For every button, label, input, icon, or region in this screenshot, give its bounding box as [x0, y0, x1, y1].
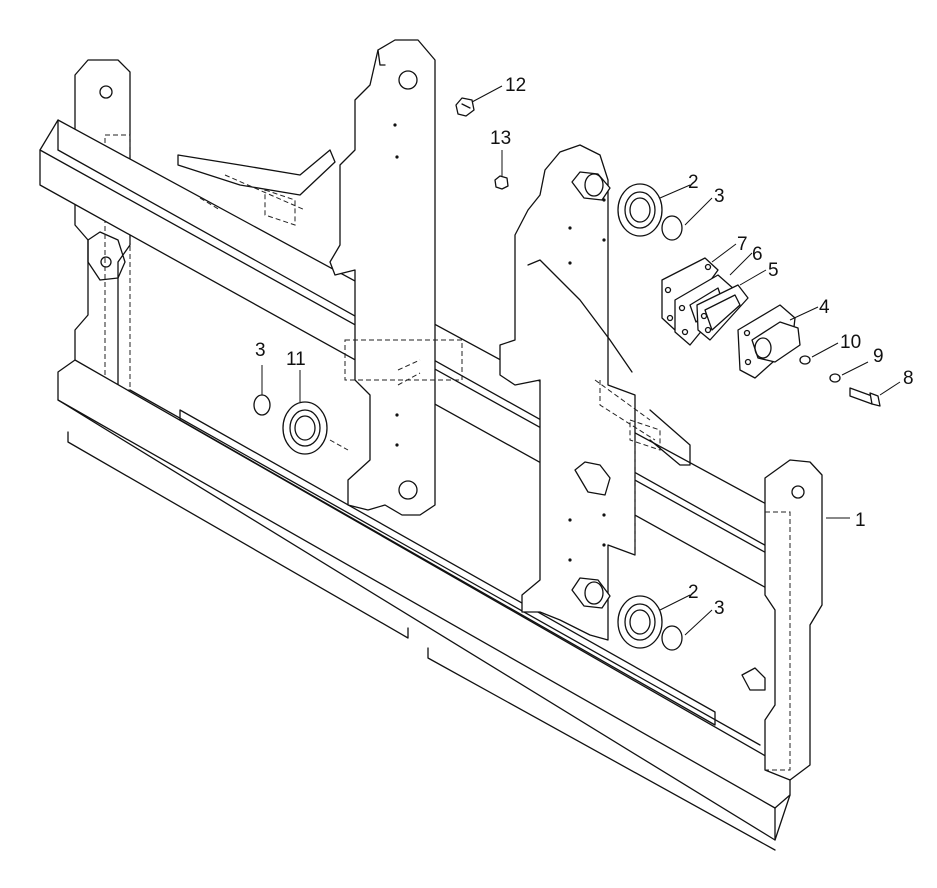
upper-roller-bearing — [617, 183, 663, 237]
label-part-3-left: 3 — [255, 340, 266, 361]
label-part-2-lower: 2 — [688, 582, 699, 603]
upper-roller-shaft — [571, 171, 611, 201]
upper-snap-ring — [661, 215, 683, 241]
washer-10 — [799, 355, 811, 365]
label-part-10: 10 — [840, 332, 861, 353]
label-part-6: 6 — [752, 244, 763, 265]
left-snap-ring — [253, 394, 271, 416]
bolt-8 — [849, 387, 881, 407]
lower-roller-shaft — [571, 577, 611, 609]
left-roller-bearing — [282, 401, 328, 455]
label-part-3-upper: 3 — [714, 186, 725, 207]
wear-pad-5 — [696, 284, 749, 341]
label-part-12: 12 — [505, 75, 526, 96]
washer-9 — [829, 373, 841, 383]
label-part-2-upper: 2 — [688, 172, 699, 193]
center-mast-plate — [329, 39, 463, 516]
label-part-13: 13 — [490, 128, 511, 149]
label-part-5: 5 — [768, 260, 779, 281]
pad-holder-4 — [737, 304, 801, 379]
label-part-1: 1 — [855, 510, 866, 531]
middle-roller-stub — [574, 461, 611, 496]
upper-rib — [177, 149, 336, 196]
right-mast-plate — [499, 144, 691, 641]
label-part-7: 7 — [737, 234, 748, 255]
lower-snap-ring — [661, 625, 683, 651]
grease-fitting-13 — [494, 175, 509, 190]
lower-roller-bearing — [617, 595, 663, 649]
label-part-8: 8 — [903, 368, 914, 389]
label-part-4: 4 — [819, 297, 830, 318]
callout-leaders — [261, 85, 901, 636]
label-part-9: 9 — [873, 346, 884, 367]
label-part-11: 11 — [286, 349, 306, 370]
label-part-3-lower: 3 — [714, 598, 725, 619]
grease-fitting-12 — [455, 97, 475, 117]
